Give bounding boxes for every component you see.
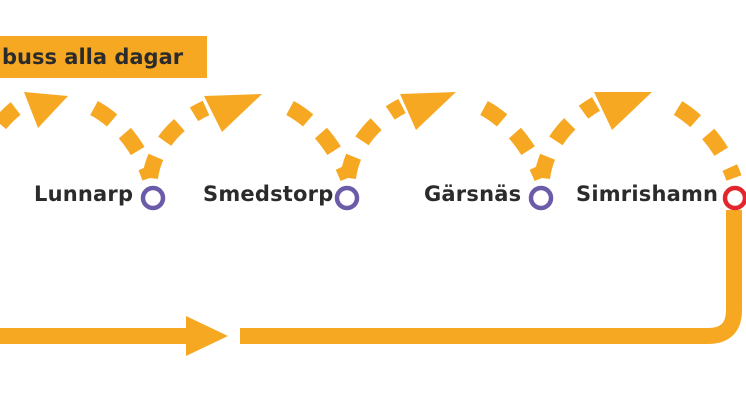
stop-label-simrishamn: Simrishamn — [576, 182, 719, 206]
stop-label-lunnarp: Lunnarp — [34, 182, 134, 206]
stop-marker-simrishamn — [722, 185, 746, 211]
dashed-arc-2-in — [285, 100, 356, 182]
dashed-arc-4-in — [673, 101, 742, 181]
stop-marker-lunnarp — [140, 185, 166, 211]
arc-arrow-icon — [204, 94, 262, 132]
arc-arrow-icon — [400, 92, 456, 130]
dashed-arc-incoming — [0, 94, 30, 130]
return-line-right — [240, 210, 742, 344]
stop-marker-garsnas — [528, 185, 554, 211]
stop-label-garsnas: Gärsnäs — [424, 182, 522, 206]
return-arrow-icon — [186, 316, 228, 356]
banner-text: buss alla dagar — [2, 45, 184, 69]
arc-arrow-icon — [594, 92, 652, 130]
stop-label-smedstorp: Smedstorp — [203, 182, 334, 206]
stop-marker-smedstorp — [334, 185, 360, 211]
dashed-arc-3-in — [479, 100, 550, 182]
arc-arrow-icon — [24, 92, 68, 128]
banner: buss alla dagar — [0, 36, 207, 78]
dashed-arc-1-in — [89, 100, 158, 181]
dashed-arc-3-out — [534, 97, 601, 180]
dashed-arc-2-out — [340, 98, 406, 180]
dashed-arc-1-out — [142, 100, 210, 180]
